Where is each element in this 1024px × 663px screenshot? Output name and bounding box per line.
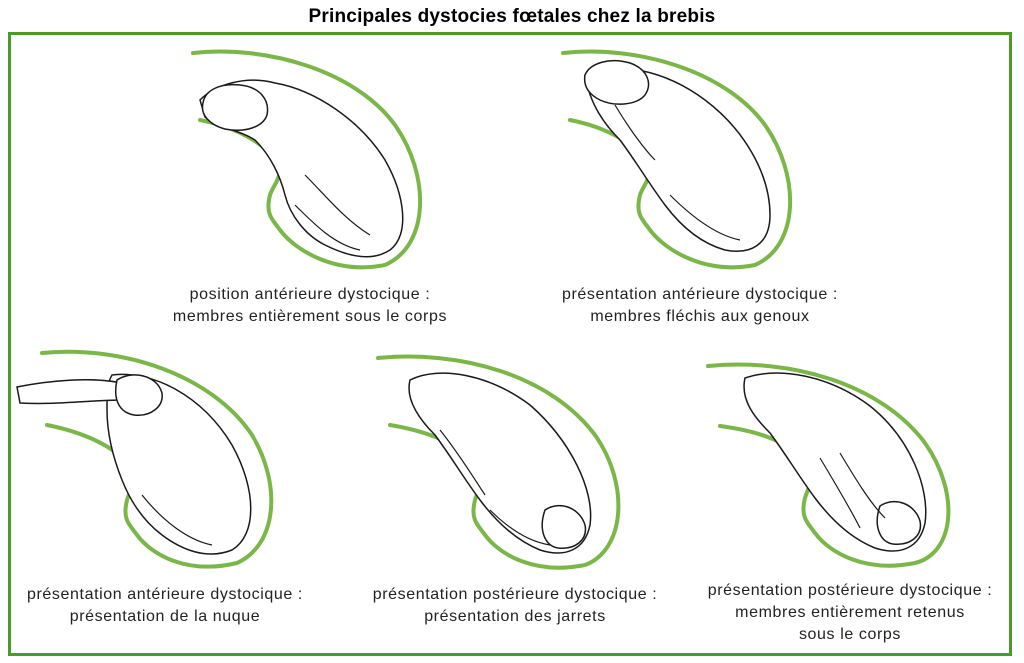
lamb-body-outline — [106, 373, 252, 555]
figure-2-caption: présentation antérieure dystocique : mem… — [530, 284, 870, 328]
diagram-frame — [8, 32, 1012, 656]
diagram-title: Principales dystocies fœtales chez la br… — [308, 6, 716, 27]
lamb-leg-line — [614, 104, 656, 161]
caption-line: membres fléchis aux genoux — [590, 308, 810, 325]
caption-line: présentation antérieure dystocique : — [27, 586, 303, 603]
figure-5-illustration — [700, 358, 970, 573]
lamb-leg-line — [489, 509, 551, 546]
lamb-head-outline — [115, 374, 163, 416]
caption-line: sous le corps — [798, 626, 902, 643]
figure-2-illustration — [555, 45, 805, 275]
caption-line: membres entièrement sous le corps — [172, 308, 448, 325]
caption-line: présentation des jarrets — [424, 608, 606, 625]
caption-line: présentation postérieure dystocique : — [707, 582, 993, 599]
caption-line: présentation antérieure dystocique : — [562, 286, 838, 303]
lamb-leg-line — [294, 204, 361, 251]
lamb-head-outline — [583, 59, 650, 105]
figure-1-caption: position antérieure dystocique : membres… — [140, 284, 480, 328]
figure-3-caption: présentation antérieure dystocique : pré… — [5, 584, 325, 628]
caption-line: membres entièrement retenus — [735, 604, 965, 621]
lamb-leg-line — [141, 494, 213, 546]
lamb-body-outline — [408, 372, 592, 554]
caption-line: présentation postérieure dystocique : — [372, 586, 658, 603]
lamb-leg-line — [669, 194, 741, 241]
caption-line: présentation de la nuque — [69, 608, 261, 625]
lamb-body-outline — [584, 67, 771, 252]
lamb-head-outline — [876, 500, 922, 545]
lamb-leg-line — [819, 457, 861, 529]
figure-1-illustration — [185, 45, 435, 275]
caption-line: position antérieure dystocique : — [189, 286, 431, 303]
figure-4-caption: présentation postérieure dystocique : pr… — [345, 584, 685, 628]
lamb-head-outline — [541, 504, 587, 549]
figure-5-caption: présentation postérieure dystocique : me… — [685, 580, 1015, 646]
lamb-leg-line — [839, 452, 886, 519]
figure-4-illustration — [370, 350, 640, 575]
lamb-leg-line — [439, 429, 486, 496]
figure-3-illustration — [12, 345, 282, 575]
lamb-leg-line — [304, 174, 371, 236]
lamb-forelegs-outline — [16, 379, 125, 405]
lamb-head-outline — [201, 83, 269, 131]
